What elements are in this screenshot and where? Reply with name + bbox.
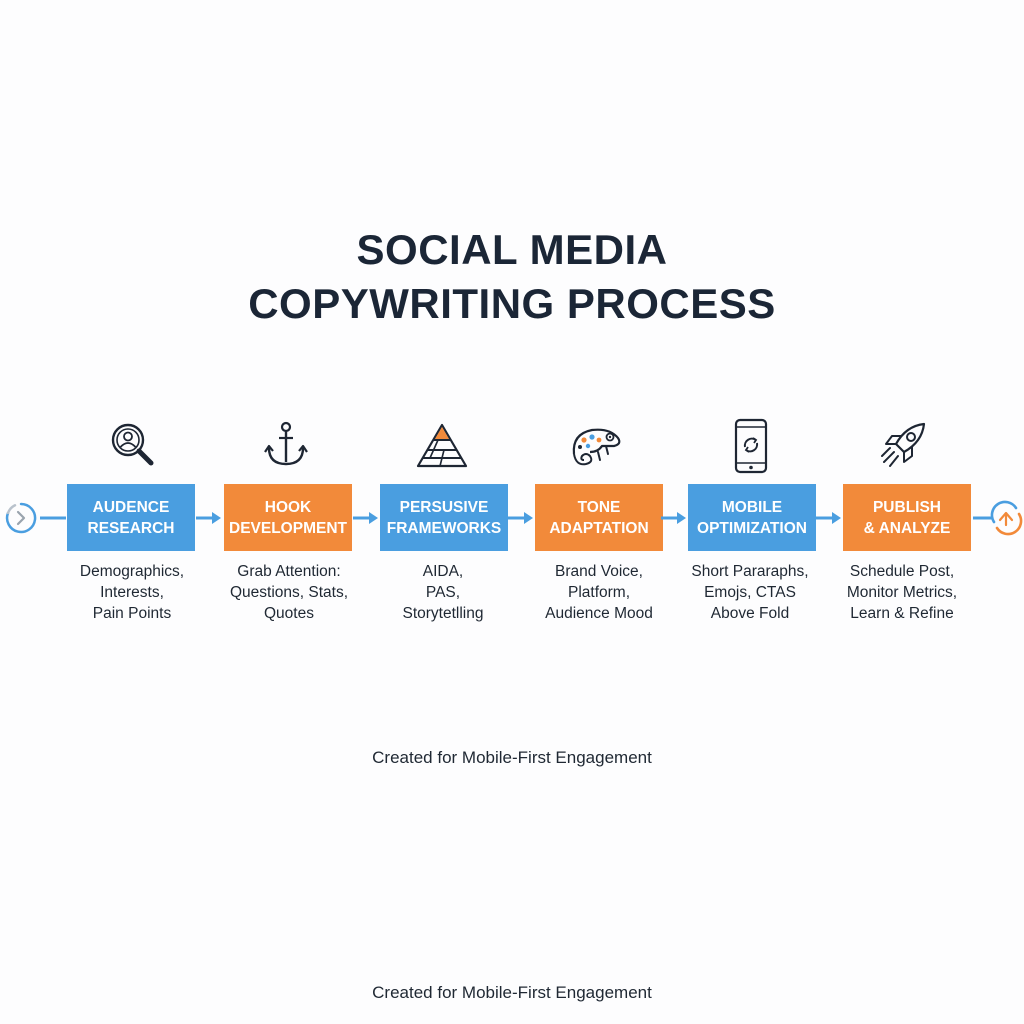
title-line-2: COPYWRITING PROCESS [248,280,776,327]
step-label-line1: HOOK [264,498,312,516]
description-line: Storytetlling [402,605,484,622]
hook-icon [258,418,314,474]
connector-arrow [661,509,687,527]
description-line: PAS, [425,584,461,601]
step-label-line2: RESEARCH [87,519,175,537]
step-label-line2: OPTIMIZATION [697,519,807,537]
connector-arrow-end [970,509,993,527]
description-line: Pain Points [92,605,172,622]
description-line: Demographics, [79,563,185,580]
description-line: Interests, [100,584,164,601]
connector-arrow [508,509,534,527]
connector-arrow [816,509,842,527]
smartphone-icon [723,418,779,474]
step-audience-research: AUDENCE RESEARCH [67,484,195,551]
description-line: Emojs, CTAS [704,584,796,601]
magnifier-person-icon [104,418,160,474]
description-line: Quotes [264,605,314,622]
caption-bottom: Created for Mobile-First Engagement [372,983,652,1002]
rocket-icon [876,418,932,474]
connector-arrow [353,509,379,527]
step-description: Schedule Post, Monitor Metrics, Learn & … [822,561,982,624]
step-label-line1: PERSUSIVE [399,498,489,516]
cycle-start-icon [3,500,39,536]
step-description: Demographics, Interests, Pain Points [52,561,212,624]
step-description: Grab Attention: Questions, Stats, Quotes [209,561,369,624]
step-hook-development: HOOK DEVELOPMENT [224,484,352,551]
step-label-line1: PUBLISH [872,498,942,516]
description-line: AIDA, [422,563,464,580]
caption-middle: Created for Mobile-First Engagement [372,748,652,767]
description-line: Short Pararaphs, [691,563,809,580]
step-publish-analyze: PUBLISH & ANALYZE [843,484,971,551]
step-tone-adaptation: TONE ADAPTATION [535,484,663,551]
step-persuasive-frameworks: PERSUSIVE FRAMEWORKS [380,484,508,551]
pyramid-icon [414,418,470,474]
connector-arrow [196,509,222,527]
description-line: Monitor Metrics, [846,584,958,601]
step-label-line2: DEVELOPMENT [229,519,347,537]
cycle-end-icon [988,500,1024,536]
step-label-line2: & ANALYZE [863,519,951,537]
description-line: Audience Mood [545,605,653,622]
description-line: Learn & Refine [850,605,954,622]
description-line: Platform, [567,584,630,601]
step-label-line2: FRAMEWORKS [386,519,502,537]
step-mobile-optimization: MOBILE OPTIMIZATION [688,484,816,551]
step-description: Short Pararaphs, Emojs, CTAS Above Fold [670,561,830,624]
step-label-line1: AUDENCE [92,498,170,516]
description-line: Schedule Post, [849,563,955,580]
step-label-line1: TONE [577,498,621,516]
description-line: Above Fold [710,605,790,622]
title-line-1: SOCIAL MEDIA [356,226,668,273]
step-label-line2: ADAPTATION [549,519,649,537]
connector-arrow-start [40,509,66,527]
step-label-line1: MOBILE [721,498,783,516]
description-line: Questions, Stats, [229,584,349,601]
chameleon-icon [568,418,624,474]
description-line: Grab Attention: [237,563,341,580]
step-description: Brand Voice, Platform, Audience Mood [519,561,679,624]
description-line: Brand Voice, [555,563,643,580]
step-description: AIDA, PAS, Storytetlling [363,561,523,624]
